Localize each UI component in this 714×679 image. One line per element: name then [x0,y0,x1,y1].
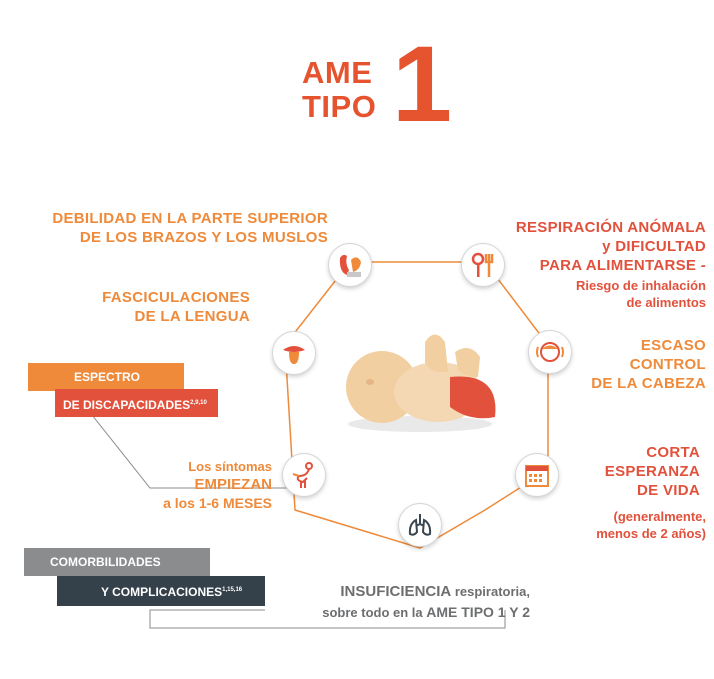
box-complicaciones: Y COMPLICACIONES1,15,16 [57,576,265,606]
label-escaso-line1: ESCASO [640,337,706,354]
title-number: 1 [392,23,453,144]
tongue-icon [272,331,316,375]
label-corta-line2: ESPERANZA [604,463,700,480]
label-debilidad-line1: DEBILIDAD EN LA PARTE SUPERIOR [52,210,328,227]
label-corta-line3: DE VIDA [637,482,700,499]
label-riesgo-line1: Riesgo de inhalación [575,278,706,293]
label-corta-note-line2: menos de 2 años) [596,526,706,541]
label-sintomas-line3: a los 1-6 MESES [163,495,272,511]
label-fasciculaciones-line2: DE LA LENGUA [134,308,250,325]
label-respiracion-line2: y DIFICULTAD [602,238,706,255]
fork-knife-icon [461,243,505,287]
label-corta-line1: CORTA [646,444,700,461]
baby-icon [346,334,496,432]
head-icon [528,330,572,374]
insuficiencia-line2-bold: AME TIPO 1 Y 2 [426,604,530,620]
label-escaso-line2: CONTROL [629,356,706,373]
title-line-tipo: TIPO [302,89,377,124]
label-respiracion-line3: PARA ALIMENTARSE - [539,257,706,274]
label-riesgo-line2: de alimentos [626,295,706,310]
label-corta: CORTA ESPERANZA DE VIDA [570,443,700,500]
muscle-icon [328,243,372,287]
label-corta-note: (generalmente, menos de 2 años) [560,508,706,542]
box-espectro-text: ESPECTRO [74,370,141,384]
box-complicaciones-ref: 1,15,16 [222,587,243,593]
insuficiencia-rest: respiratoria, [451,584,530,599]
label-sintomas-line1: Los síntomas [188,459,272,474]
label-debilidad-line2: DE LOS BRAZOS Y LOS MUSLOS [79,229,328,246]
box-comorbilidades: COMORBILIDADES [24,548,210,576]
calendar-icon [515,453,559,497]
label-respiracion-line1: RESPIRACIÓN ANÓMALA [515,219,706,236]
box-complicaciones-text: Y COMPLICACIONES [101,585,223,599]
label-fasciculaciones-line1: FASCICULACIONES [102,289,250,306]
label-debilidad: DEBILIDAD EN LA PARTE SUPERIOR DE LOS BR… [28,209,328,247]
box-comorbilidades-text: COMORBILIDADES [50,555,161,569]
label-escaso-line3: DE LA CABEZA [591,375,706,392]
insuficiencia-line2-pre: sobre todo en la [322,605,427,620]
label-insuficiencia: INSUFICIENCIA respiratoria, sobre todo e… [270,582,530,623]
box-discapacidades-text: DE DISCAPACIDADES [63,398,191,412]
box-discapacidades-ref: 2,9,10 [190,400,207,406]
label-fasciculaciones: FASCICULACIONES DE LA LENGUA [58,288,250,326]
box-discapacidades: DE DISCAPACIDADES2,9,10 [55,389,218,417]
label-insuficiencia-line2: sobre todo en la AME TIPO 1 Y 2 [270,602,530,623]
title-text: AME TIPO [302,56,376,124]
label-insuficiencia-line1: INSUFICIENCIA respiratoria, [270,582,530,602]
label-corta-note-line1: (generalmente, [613,509,706,524]
stork-icon [282,453,326,497]
insuficiencia-bold: INSUFICIENCIA [340,583,452,600]
label-sintomas-line2: EMPIEZAN [194,476,272,493]
label-respiracion: RESPIRACIÓN ANÓMALA y DIFICULTAD PARA AL… [450,218,706,275]
label-sintomas: Los síntomas EMPIEZAN a los 1-6 MESES [130,458,272,512]
box-espectro: ESPECTRO [28,363,184,391]
title-line-ame: AME [302,55,373,90]
label-escaso: ESCASO CONTROL DE LA CABEZA [570,336,706,393]
label-riesgo: Riesgo de inhalación de alimentos [520,277,706,311]
lungs-icon [398,503,442,547]
